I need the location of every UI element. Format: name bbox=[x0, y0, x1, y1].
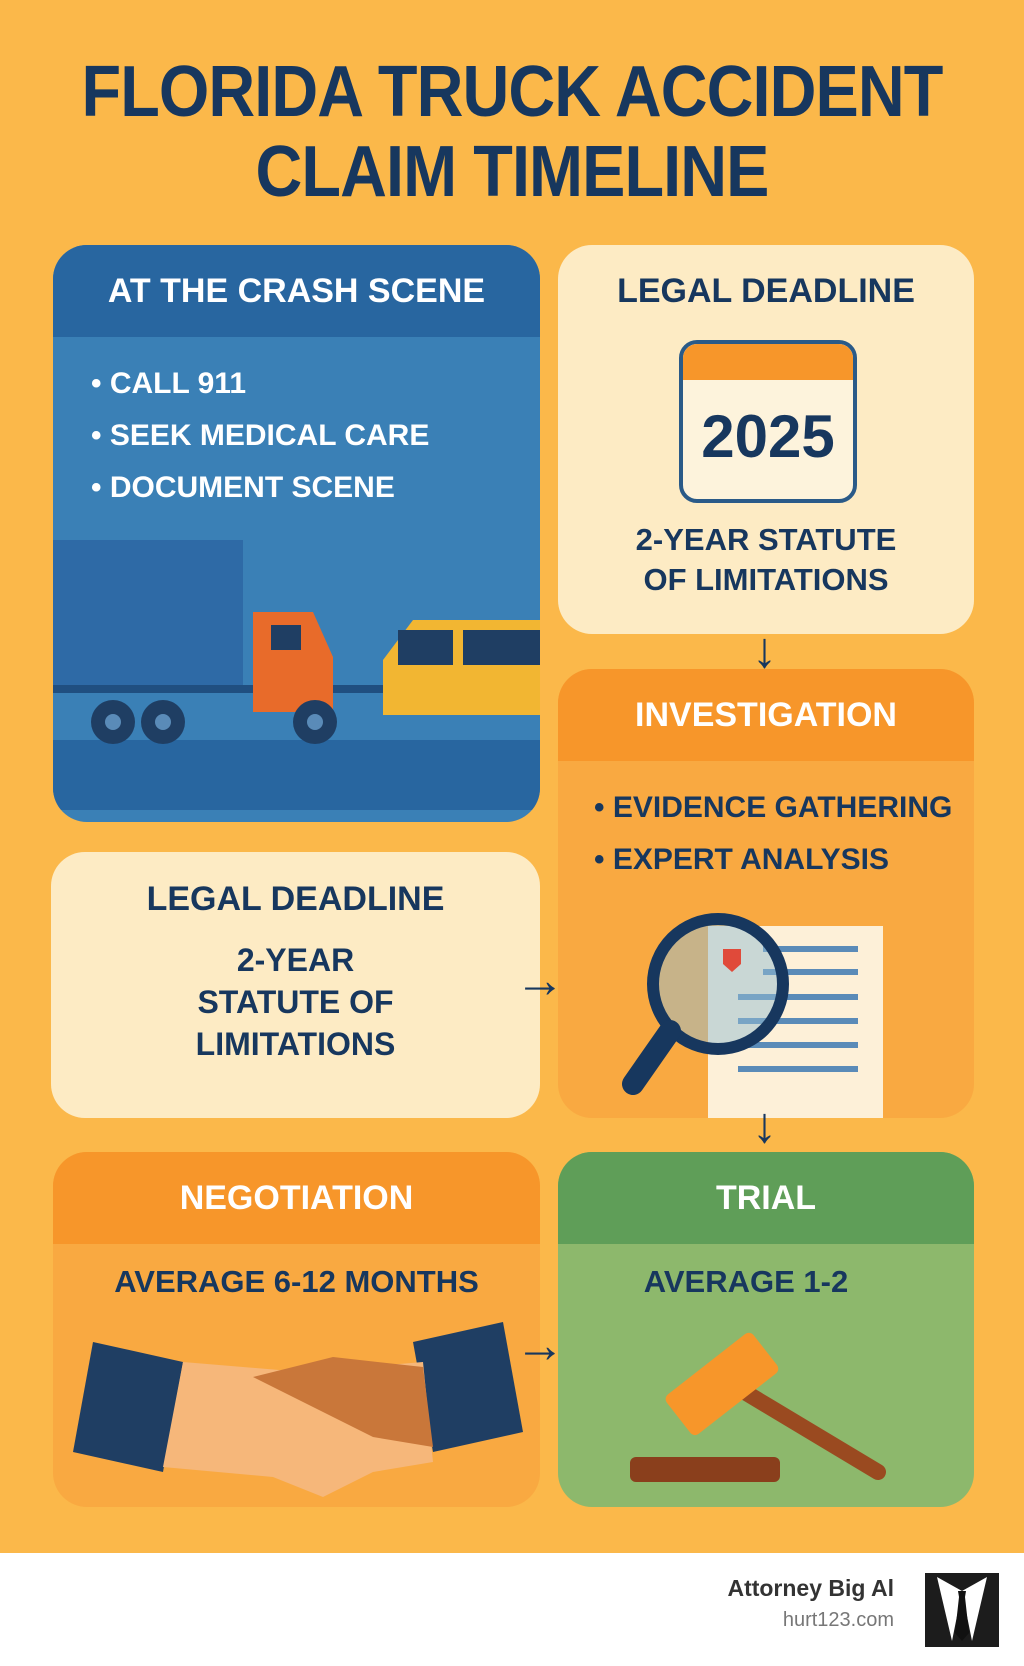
footer: Attorney Big Al hurt123.com bbox=[0, 1553, 1024, 1666]
statute-line: LIMITATIONS bbox=[195, 1026, 396, 1062]
arrow-right-icon: → bbox=[515, 952, 565, 1008]
crash-scene-heading: AT THE CRASH SCENE bbox=[53, 245, 540, 337]
brand-url: hurt123.com bbox=[782, 1609, 894, 1631]
crash-item: CALL 911 bbox=[91, 367, 540, 401]
trial-card: TRIAL AVERAGE 1-2 bbox=[558, 1152, 974, 1507]
handshake-icon bbox=[73, 1322, 523, 1497]
suit-tie-icon[interactable] bbox=[925, 1573, 999, 1647]
calendar-icon: 2025 bbox=[679, 340, 857, 503]
arrow-down-icon: ↓ bbox=[752, 1097, 777, 1153]
title-line-1: FLORIDA TRUCK ACCIDENT bbox=[81, 52, 944, 132]
investigation-item: EVIDENCE GATHERING bbox=[594, 791, 974, 825]
legal-deadline-heading: LEGAL DEADLINE bbox=[617, 271, 915, 310]
legal-deadline-card-left: LEGAL DEADLINE 2-YEAR STATUTE OF LIMITAT… bbox=[51, 852, 540, 1118]
crash-item: DOCUMENT SCENE bbox=[91, 471, 540, 505]
calendar-year: 2025 bbox=[701, 403, 835, 470]
brand-name: Attorney Big Al bbox=[727, 1575, 894, 1601]
negotiation-card: NEGOTIATION AVERAGE 6-12 MONTHS bbox=[53, 1152, 540, 1507]
title-line-2: CLAIM TIMELINE bbox=[255, 132, 770, 212]
trial-duration: AVERAGE 1-2 bbox=[643, 1264, 849, 1299]
statute-text: 2-YEAR STATUTE OF LIMITATIONS bbox=[51, 939, 540, 1065]
investigation-item: EXPERT ANALYSIS bbox=[594, 843, 974, 877]
trial-heading: TRIAL bbox=[558, 1152, 974, 1244]
investigation-heading: INVESTIGATION bbox=[558, 669, 974, 761]
legal-deadline-card-top: LEGAL DEADLINE 2025 2-YEAR STATUTE OF LI… bbox=[558, 245, 974, 634]
truck-crash-illustration bbox=[53, 540, 540, 810]
statute-line: 2-YEAR STATUTE bbox=[635, 522, 897, 557]
statute-line: STATUTE OF bbox=[197, 984, 394, 1020]
crash-scene-card: AT THE CRASH SCENE CALL 911 SEEK MEDICAL… bbox=[53, 245, 540, 822]
negotiation-heading: NEGOTIATION bbox=[53, 1152, 540, 1244]
crash-item: SEEK MEDICAL CARE bbox=[91, 419, 540, 453]
investigation-card: INVESTIGATION EVIDENCE GATHERING EXPERT … bbox=[558, 669, 974, 1118]
statute-line: OF LIMITATIONS bbox=[643, 562, 889, 597]
arrow-down-icon: ↓ bbox=[752, 622, 777, 678]
statute-line: 2-YEAR bbox=[236, 942, 355, 978]
gavel-icon bbox=[630, 1332, 886, 1482]
statute-text: 2-YEAR STATUTE OF LIMITATIONS bbox=[558, 520, 974, 600]
arrow-right-icon: → bbox=[515, 1317, 565, 1373]
magnifier-document-icon bbox=[622, 913, 883, 1118]
negotiation-duration: AVERAGE 6-12 MONTHS bbox=[114, 1264, 479, 1299]
legal-deadline-heading: LEGAL DEADLINE bbox=[146, 880, 445, 918]
